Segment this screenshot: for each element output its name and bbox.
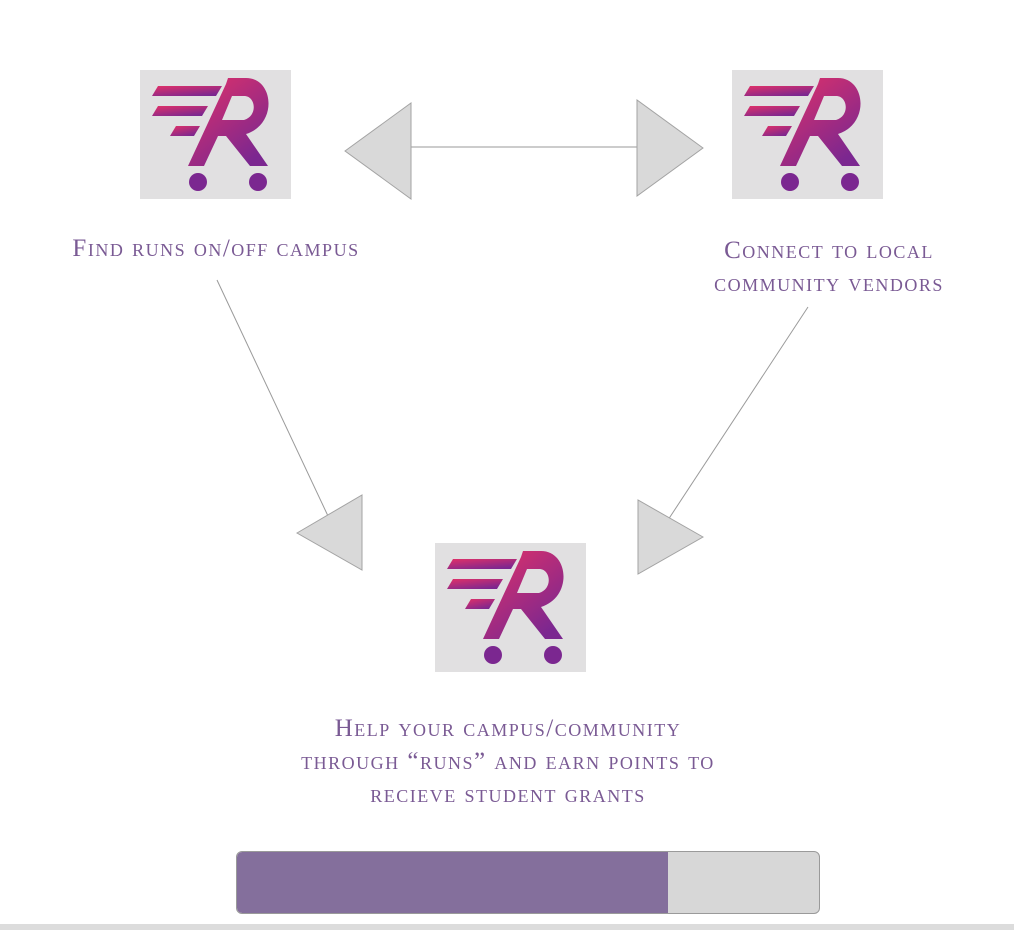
top-left-arrowhead bbox=[344, 102, 412, 200]
progress-bar bbox=[236, 851, 820, 914]
logo-bottom-center bbox=[435, 543, 586, 672]
bottom-left-arrowhead bbox=[295, 494, 363, 571]
caption-help-line3: recieve student grants bbox=[370, 781, 646, 808]
logo-top-right bbox=[732, 70, 883, 199]
left-diagonal-line bbox=[216, 279, 329, 517]
bottom-right-arrowhead bbox=[637, 499, 705, 575]
caption-help-line1: Help your campus/community bbox=[334, 715, 682, 742]
caption-connect-line2: community vendors bbox=[714, 270, 944, 297]
top-right-arrowhead bbox=[636, 99, 704, 197]
r-cart-logo-icon bbox=[447, 551, 564, 664]
caption-connect-vendors: Connect to local community vendors bbox=[644, 234, 1014, 300]
r-cart-logo-icon bbox=[152, 78, 269, 191]
caption-find-runs: Find runs on/off campus bbox=[0, 232, 432, 265]
right-diagonal-line bbox=[667, 306, 809, 521]
progress-bar-fill bbox=[237, 852, 668, 913]
bottom-divider bbox=[0, 924, 1014, 930]
logo-top-left bbox=[140, 70, 291, 199]
caption-connect-line1: Connect to local bbox=[724, 237, 934, 264]
caption-find-runs-text: Find runs on/off campus bbox=[72, 235, 360, 262]
caption-help-campus: Help your campus/community through “runs… bbox=[180, 712, 836, 811]
caption-help-line2: through “runs” and earn points to bbox=[301, 748, 715, 775]
r-cart-logo-icon bbox=[744, 78, 861, 191]
